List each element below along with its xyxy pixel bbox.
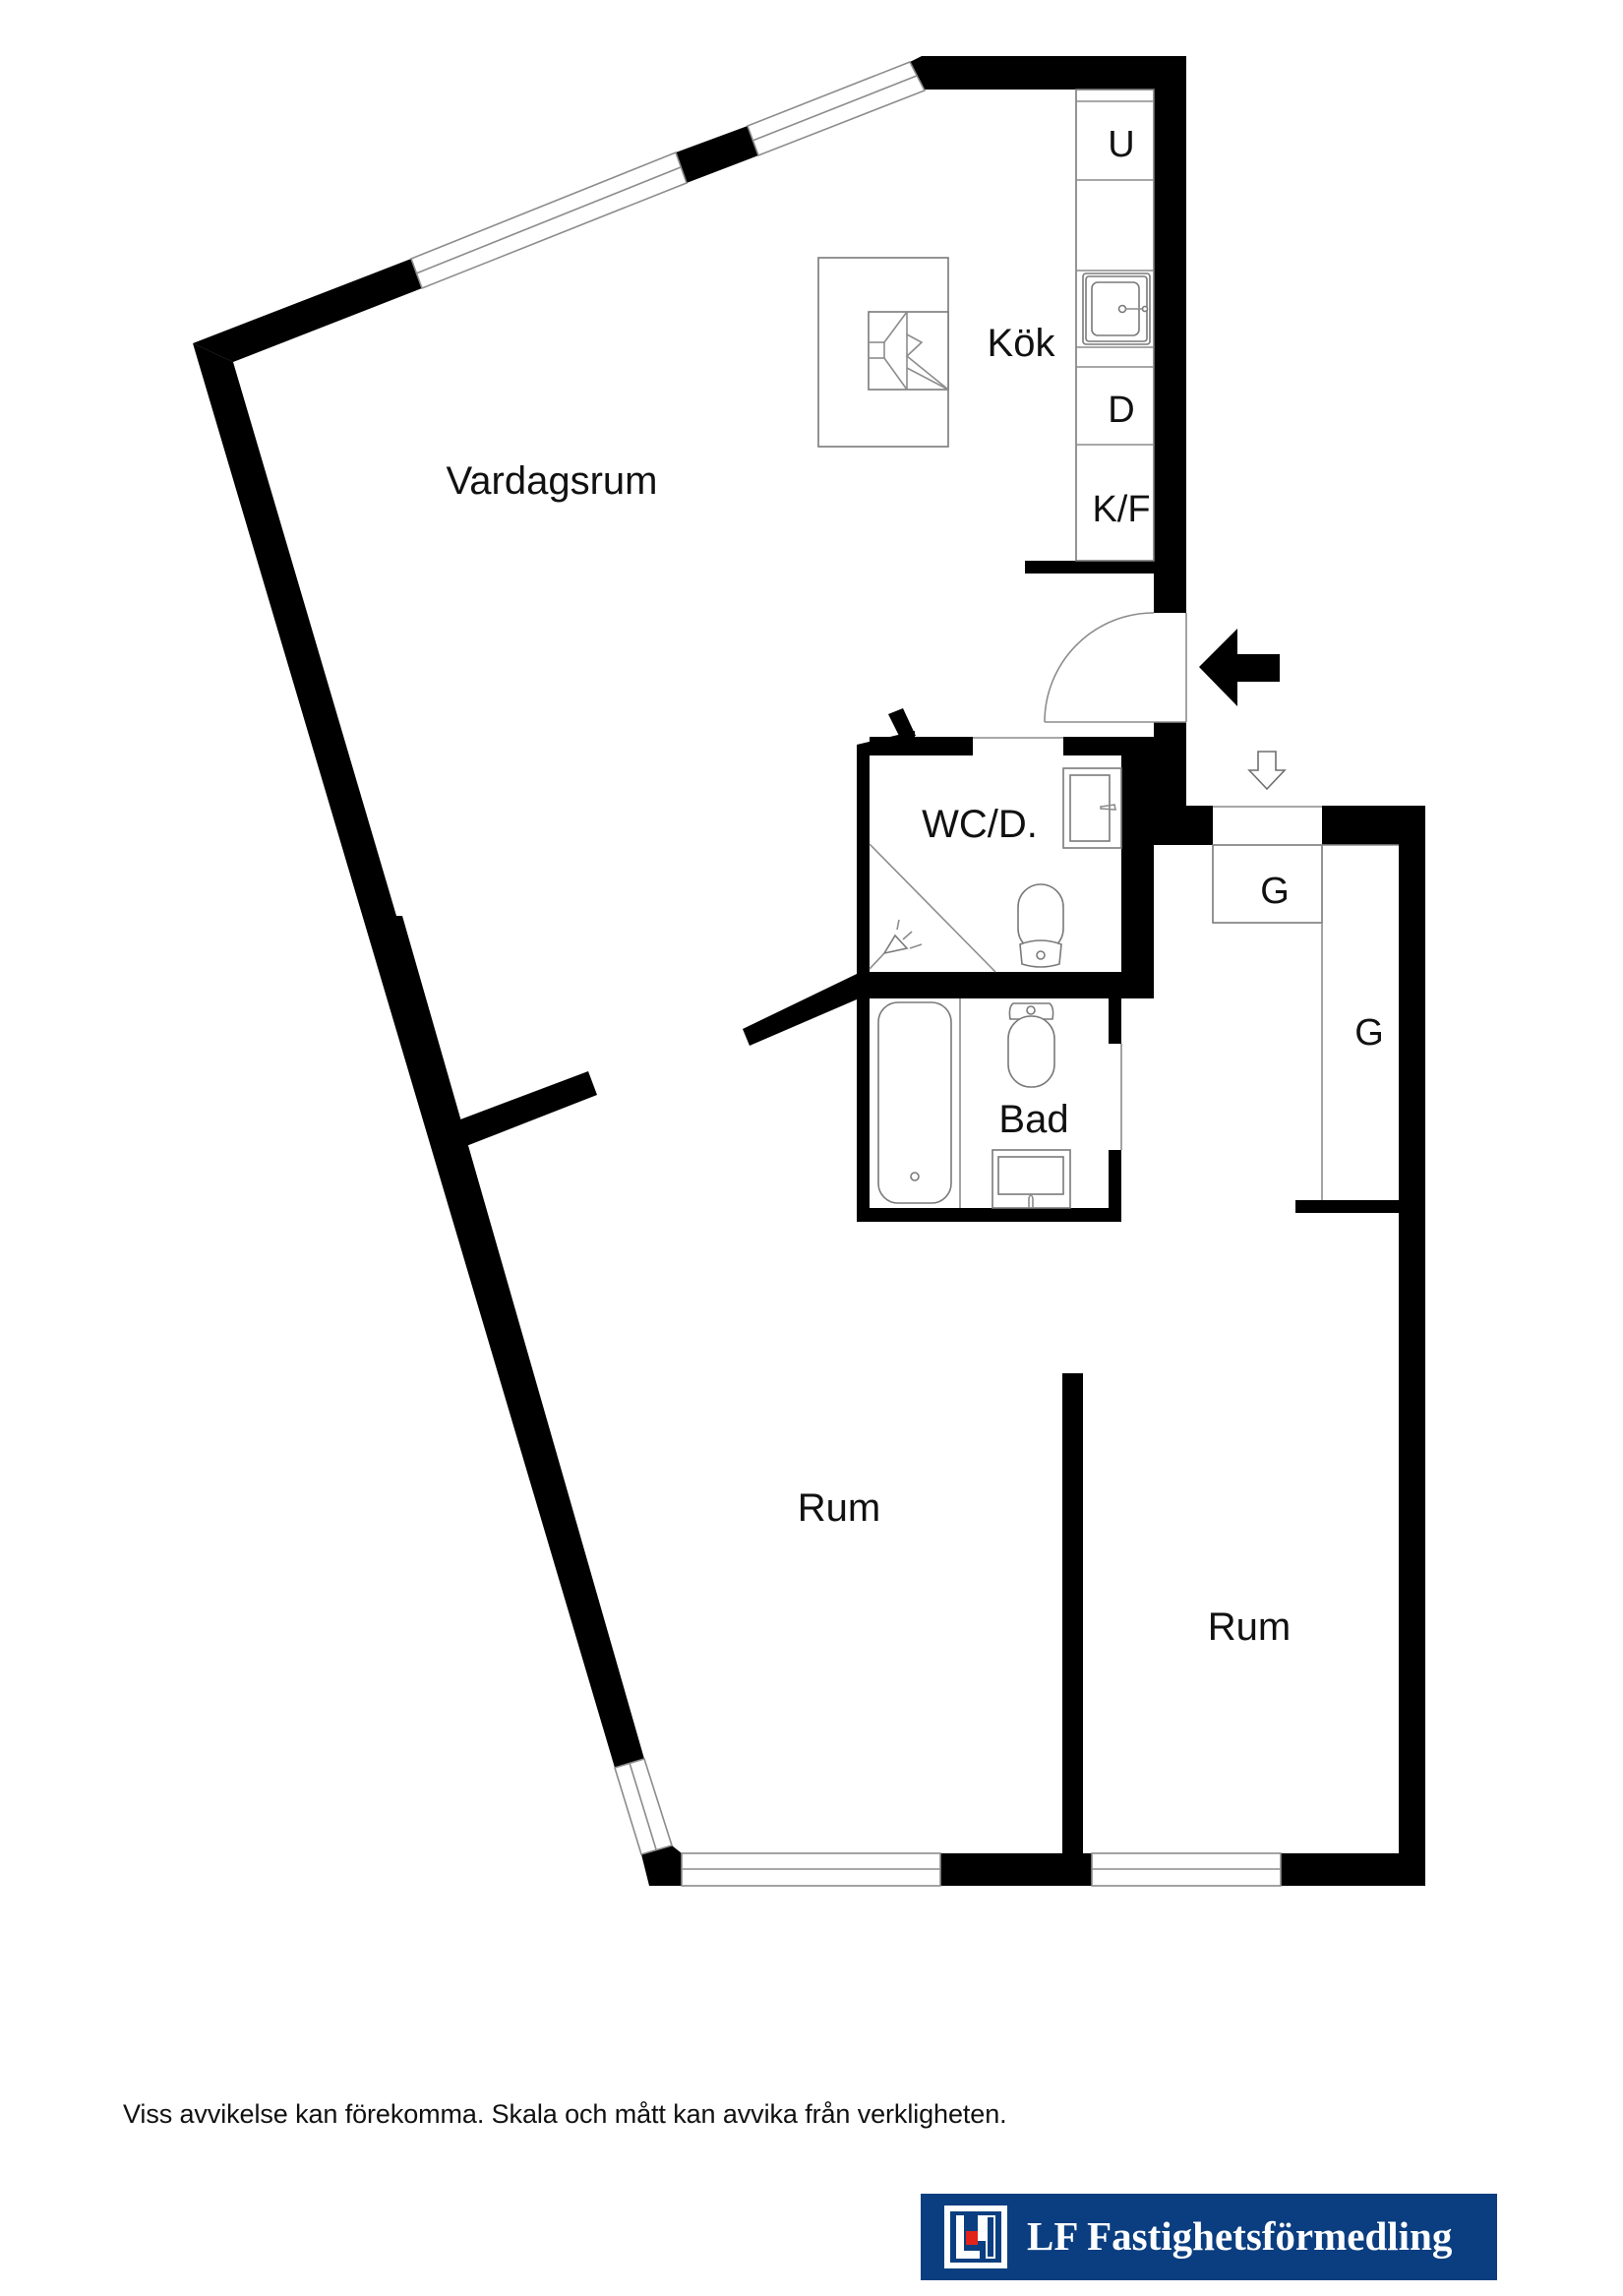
down-arrow-icon <box>1247 751 1287 791</box>
wall-bad-right-lower <box>1109 1150 1121 1222</box>
label-kitchen-fridge-freezer: K/F <box>1092 489 1150 530</box>
disclaimer-text: Viss avvikelse kan förekomma. Skala och … <box>123 2099 1007 2129</box>
outer-walls <box>193 56 1425 1886</box>
storage-closets <box>1212 844 1399 1200</box>
wall-bedroom-partition <box>1062 1373 1083 1855</box>
entrance-arrow-icon <box>1199 629 1280 706</box>
wall-top-diagonal-left <box>193 259 422 362</box>
wall-right <box>1399 806 1425 1886</box>
wall-hall-corner <box>1154 806 1213 845</box>
wall-bad-right-upper <box>1109 998 1121 1044</box>
window-top-right <box>746 60 927 157</box>
room-labels: Vardagsrum Kök U D K/F WC/D. Bad G G Rum… <box>447 124 1384 1649</box>
label-kitchen-upper-unit: U <box>1108 124 1134 165</box>
cooktop-icon <box>868 311 949 391</box>
door-swing-icon <box>1044 612 1187 723</box>
wall-kitchen-short <box>1025 561 1154 574</box>
label-living-room: Vardagsrum <box>447 459 658 503</box>
label-bathroom: Bad <box>998 1098 1068 1141</box>
logo-text: LF Fastighetsförmedling <box>1027 2213 1453 2259</box>
wall-wc-top-left <box>870 737 973 755</box>
wc-cabinet <box>1062 767 1122 849</box>
openings <box>973 737 1322 1150</box>
toilet-icon <box>1007 1002 1055 1088</box>
wall-living-stub <box>460 1071 597 1146</box>
wall-top-right <box>910 56 1186 613</box>
sink-icon <box>1082 272 1151 345</box>
windows <box>409 60 1282 1887</box>
brand-logo: LF Fastighetsförmedling <box>921 2194 1497 2280</box>
label-kitchen: Kök <box>988 322 1056 365</box>
wall-wc-right <box>1121 737 1154 998</box>
lf-logo-icon <box>944 2205 1007 2268</box>
wall-bad-bottom <box>857 1208 1121 1222</box>
wall-wc-bad-divider <box>857 972 1154 998</box>
bathtub-icon <box>877 998 961 1208</box>
wall-entrance-lower <box>1154 722 1186 806</box>
wall-wc-top-right <box>1063 737 1121 755</box>
toilet-icon <box>1017 883 1064 968</box>
wall-closet-bottom <box>1295 1200 1399 1213</box>
wall-wc-stub <box>888 708 916 740</box>
wall-left-bottom <box>641 1845 682 1886</box>
interior-walls <box>460 561 1399 1855</box>
label-wc-shower: WC/D. <box>922 803 1038 846</box>
wall-left-diagonal <box>193 343 644 1768</box>
wall-living-angled-stub <box>743 974 857 1046</box>
label-bedroom-1: Rum <box>798 1486 880 1530</box>
label-closet-2: G <box>1354 1012 1384 1054</box>
wall-top-diagonal-pier <box>676 126 758 183</box>
label-closet-1: G <box>1260 871 1290 912</box>
shower-icon <box>869 843 996 973</box>
label-kitchen-dishwasher: D <box>1108 390 1134 431</box>
sink-icon <box>992 1149 1071 1209</box>
label-bedroom-2: Rum <box>1208 1605 1291 1649</box>
wall-bottom-middle <box>940 1853 1092 1886</box>
